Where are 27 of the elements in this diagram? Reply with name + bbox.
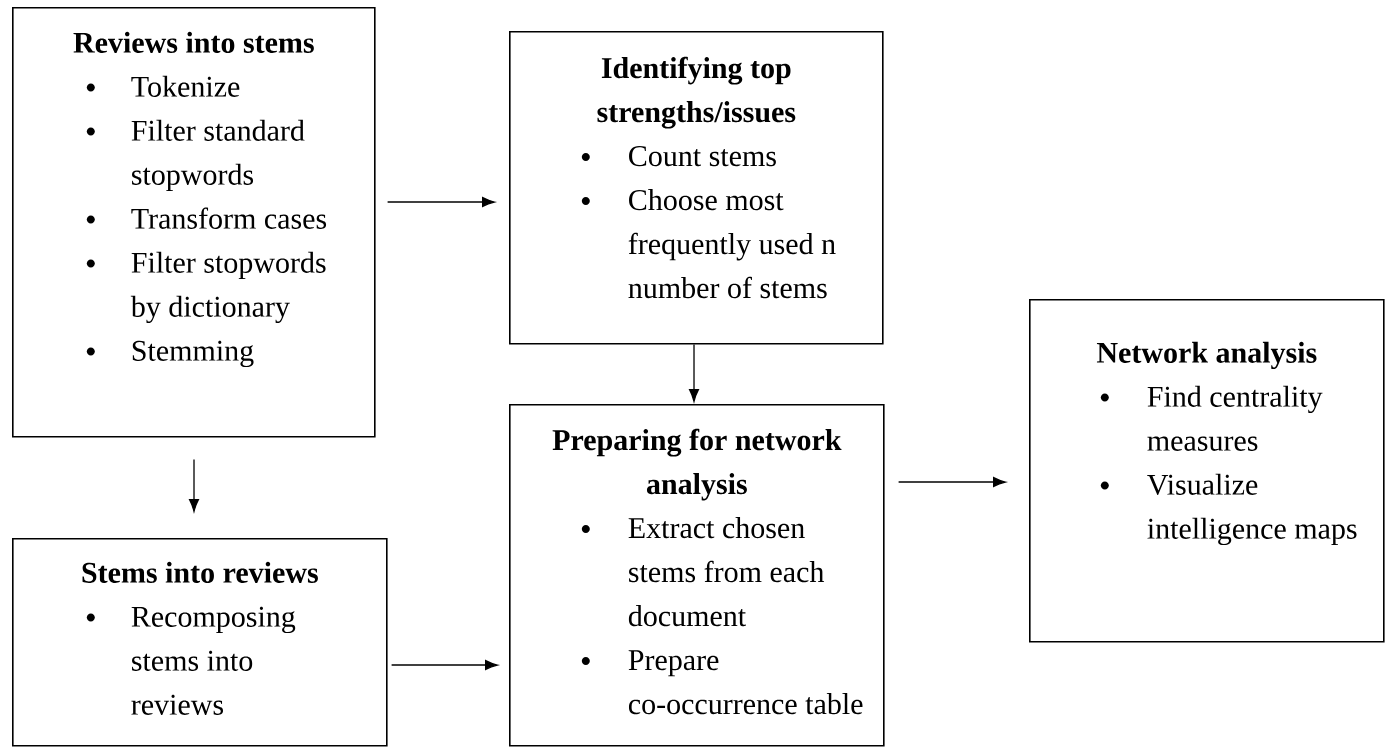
bullet-item: Visualize intelligence maps	[1147, 473, 1357, 546]
bullet-item: Tokenize	[131, 75, 240, 97]
bullet-item: Recomposing stems into reviews	[131, 606, 296, 715]
process-box	[12, 538, 388, 747]
arrow	[390, 660, 498, 671]
bullet-item: Extract chosen stems from each document	[628, 517, 824, 627]
arrow	[188, 458, 200, 512]
process-box	[509, 404, 885, 747]
box-heading: Reviews into stems	[73, 31, 314, 53]
bullet-item: Stemming	[132, 340, 254, 368]
bullet-item: Prepare co-occurrence table	[628, 650, 863, 715]
box-heading: Network analysis	[1096, 341, 1317, 370]
arrow	[689, 343, 700, 402]
box-heading: Preparing for network analysis	[552, 428, 842, 501]
box-heading: Identifying top strengths/issues	[597, 56, 796, 129]
arrow	[386, 196, 495, 208]
arrow	[897, 477, 1006, 488]
box-heading: Stems into reviews	[82, 561, 318, 583]
process-box	[509, 31, 884, 345]
bullet-item: Transform cases	[131, 207, 327, 229]
bullet-item: Find centrality measures	[1147, 385, 1323, 451]
bullet-item: Choose most frequently used n number of stems	[628, 189, 836, 299]
bullet-item: Filter stopwords by dictionary	[130, 251, 326, 324]
process-box	[12, 7, 376, 438]
process-box	[1029, 299, 1385, 643]
bullet-item: Filter standard stopwords	[131, 119, 305, 191]
bullet-item: Count stems	[629, 146, 776, 167]
